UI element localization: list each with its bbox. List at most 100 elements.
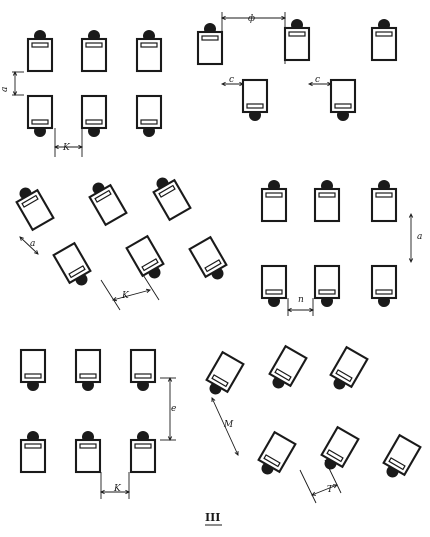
control-panel [68,265,86,279]
panel-5-desk-top-3 [129,348,157,391]
panel-1-row-gap-label: a [0,87,10,92]
panel-3-row-gap-dim [19,236,39,255]
panel-3-desk-bottom-3 [188,235,228,280]
panel-6-desk-bottom-2 [320,425,360,470]
control-panel [31,42,49,48]
panel-2-top-gap-dim-arrow-right [281,15,287,21]
panel-6-ext-left [299,469,317,504]
panel-2-top-gap-dim-arrow-left [220,15,226,21]
panel-6-row-gap-arrow-a [211,397,216,403]
panel-6-aisle-dim [311,484,338,496]
panel-6-row-gap-dim [211,397,239,456]
control-panel [274,368,292,382]
panel-1-desk-top-2 [80,30,108,73]
panel-2-offset-left-dim-arrow-left [220,81,226,87]
panel-2-offset-left-label: с [229,75,234,85]
panel-4-desk-bottom-1 [260,264,288,307]
panel-5-desk-bottom-2 [74,431,102,474]
panel-5-row-gap-dim-arrow-top [167,376,173,382]
control-panel [334,103,352,109]
control-panel [79,443,97,449]
panel-1-aisle-dim-arrow-right [78,144,84,150]
control-panel [375,31,393,37]
control-panel [141,258,159,272]
control-panel [94,189,112,203]
panel-2-desk-top-1 [196,23,224,66]
desk [329,345,369,389]
panel-2-desk-top-2 [283,19,311,62]
panel-1-aisle-label: K [62,143,71,153]
control-panel [375,192,393,198]
desk [125,234,165,278]
panel-4-desk-bottom-2 [313,264,341,307]
control-panel [388,457,406,471]
desk [152,178,192,222]
control-panel [134,373,152,379]
panel-2-desk-bottom-1 [241,78,269,121]
panel-3-row-gap-label: a [30,239,35,249]
panel-2-top-gap-label: ф [248,14,255,24]
panel-1-aisle-dim-arrow-left [53,144,59,150]
panel-3-desk-top-1 [15,187,55,232]
desk [205,350,245,394]
control-panel [263,454,281,468]
panel-6-aisle-arrow-a [311,491,317,496]
panel-3-aisle-dim [112,289,151,301]
panel-4-desk-top-2 [313,180,341,223]
panel-6-aisle-arrow-b [332,484,338,489]
panel-1-row-gap-dim-arrow-top [12,70,18,76]
panel-3-desk-top-3 [152,177,192,222]
panel-4-row-gap-label: a [417,232,422,242]
desk [88,183,128,227]
panel-1-desk-bottom-3 [135,94,163,137]
panel-6-desk-bottom-3 [382,433,422,478]
control-panel [265,289,283,295]
control-panel [318,192,336,198]
panel-3-aisle-label: K [121,291,130,301]
control-panel [158,184,176,198]
panel-5-desk-bottom-3 [129,431,157,474]
panel-4-desk-top-3 [370,180,398,223]
panel-1-desk-top-1 [26,30,54,73]
panel-3-desk-top-2 [88,182,128,227]
panel-1-row-gap-dim-arrow-bottom [12,91,18,97]
panel-5-row-gap-label: e [171,404,176,414]
control-panel [31,119,49,125]
control-panel [211,374,229,388]
panel-3-aisle-arrow-b [145,288,151,293]
panel-5-row-gap-dim-arrow-bottom [167,436,173,442]
control-panel [204,259,222,273]
control-panel [318,289,336,295]
panel-2-desk-bottom-2 [329,78,357,121]
desk [320,425,360,469]
panel-5-desk-top-2 [74,348,102,391]
panel-6-desk-top-2 [268,344,308,389]
panel-1-desk-bottom-1 [26,94,54,137]
panel-3-ext-left [100,279,121,311]
desk [268,344,308,388]
panel-6-desk-top-3 [329,345,369,390]
control-panel [288,31,306,37]
panel-4-desk-top-1 [260,180,288,223]
panel-5-aisle-dim-arrow-left [99,489,105,495]
panel-5-aisle-label: K [113,484,122,494]
control-panel [246,103,264,109]
panel-4-desk-bottom-3 [370,264,398,307]
figure-caption: III [205,511,220,524]
panel-4-aisle-label: n [298,295,304,305]
control-panel [21,194,39,208]
control-panel [140,42,158,48]
panel-2-offset-right-dim-arrow-right [327,81,333,87]
control-panel [24,373,42,379]
panel-4-aisle-dim-arrow-right [309,307,315,313]
control-panel [326,449,344,463]
desk [188,235,228,279]
panel-3-row-gap-arrow-b [34,250,39,255]
panel-2-offset-right-label: с [315,75,320,85]
control-panel [134,443,152,449]
control-panel [85,119,103,125]
panel-1-desk-top-3 [135,30,163,73]
desk [382,433,422,477]
panel-3-desk-bottom-1 [52,241,92,286]
panel-2-offset-left-dim-arrow-right [239,81,245,87]
